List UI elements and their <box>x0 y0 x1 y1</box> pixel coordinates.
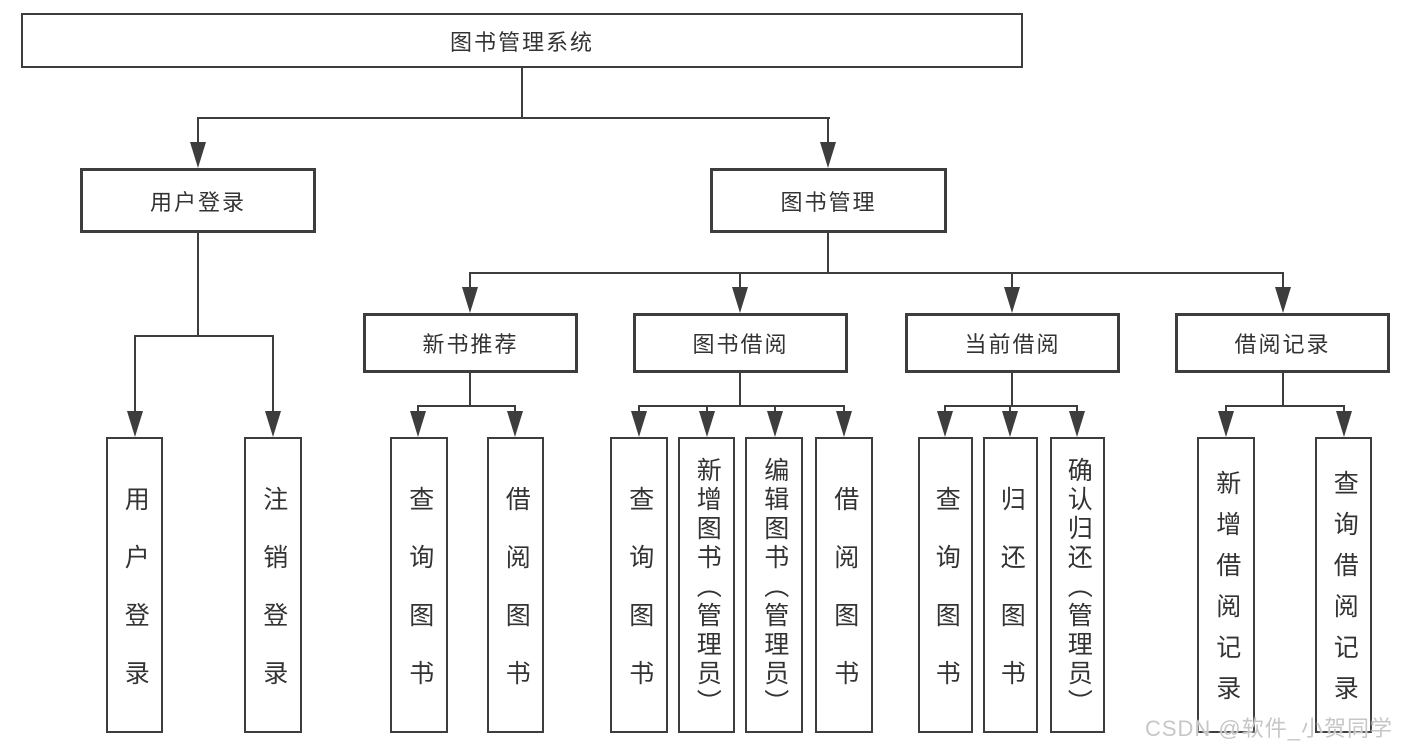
connector-user-login-hline <box>134 335 274 337</box>
connector-level3-hline <box>469 272 1284 274</box>
leaf-query-borrow-record: 查询借阅记录 <box>1315 437 1372 733</box>
connector-recommend-drop <box>469 272 471 292</box>
leaf-query-books-current: 查询图书 <box>918 437 973 733</box>
leaf-query-books-recommend: 查询图书 <box>390 437 448 733</box>
connector-recommend-stem <box>469 373 471 407</box>
node-new-book-recommend: 新书推荐 <box>363 313 578 373</box>
connector-records-hline <box>1225 405 1345 407</box>
node-new-book-recommend-label: 新书推荐 <box>422 332 519 357</box>
leaf-return-books-label: 归还图书 <box>997 485 1026 718</box>
arrowhead-leaf-icon <box>699 411 715 437</box>
connector-leaf-drop <box>514 405 516 415</box>
connector-borrowing-stem <box>739 373 741 407</box>
connector-leaf-drop <box>1009 405 1011 415</box>
leaf-confirm-return-admin: 确认归还（管理员） <box>1050 437 1105 733</box>
connector-leaf-drop <box>944 405 946 415</box>
leaf-query-books-recommend-label: 查询图书 <box>405 485 434 718</box>
leaf-logout: 注销登录 <box>244 437 302 733</box>
arrowhead-current-icon <box>1004 287 1020 313</box>
connector-leaf-drop <box>1225 405 1227 415</box>
node-borrowing-records: 借阅记录 <box>1175 313 1390 373</box>
arrowhead-leaf-icon <box>836 411 852 437</box>
connector-current-hline <box>944 405 1078 407</box>
leaf-borrow-books-recommend: 借阅图书 <box>487 437 544 733</box>
arrowhead-leaf-icon <box>1002 411 1018 437</box>
connector-level2-hline <box>197 117 830 119</box>
node-library-management-system: 图书管理系统 <box>21 13 1023 68</box>
leaf-add-book-admin-label: 新增图书（管理员） <box>693 456 722 718</box>
arrowhead-leaf-logout-icon <box>265 411 281 437</box>
arrowhead-leaf-icon <box>1336 411 1352 437</box>
leaf-borrow-books-borrowing: 借阅图书 <box>815 437 873 733</box>
leaf-query-borrow-record-label: 查询借阅记录 <box>1330 470 1359 716</box>
leaf-edit-book-admin-label: 编辑图书（管理员） <box>760 456 789 718</box>
leaf-edit-book-admin: 编辑图书（管理员） <box>745 437 803 733</box>
connector-root-stem <box>521 68 523 118</box>
arrowhead-leaf-icon <box>507 411 523 437</box>
arrowhead-borrowing-icon <box>732 287 748 313</box>
connector-borrowing-drop <box>739 272 741 292</box>
arrowhead-book-management-icon <box>820 142 836 168</box>
node-current-borrowing: 当前借阅 <box>905 313 1120 373</box>
connector-records-drop <box>1282 272 1284 292</box>
arrowhead-records-icon <box>1275 287 1291 313</box>
connector-current-stem <box>1011 373 1013 407</box>
connector-borrowing-hline <box>638 405 845 407</box>
connector-leaf-drop <box>638 405 640 415</box>
arrowhead-leaf-icon <box>410 411 426 437</box>
connector-leaf-logout-drop <box>272 335 274 415</box>
connector-leaf-user-login-drop <box>134 335 136 415</box>
connector-book-management-stem <box>827 233 829 274</box>
leaf-logout-label: 注销登录 <box>259 485 288 718</box>
node-book-management: 图书管理 <box>710 168 947 233</box>
arrowhead-leaf-icon <box>937 411 953 437</box>
arrowhead-user-login-icon <box>190 142 206 168</box>
leaf-add-book-admin: 新增图书（管理员） <box>678 437 735 733</box>
connector-leaf-drop <box>1076 405 1078 415</box>
connector-leaf-drop <box>1343 405 1345 415</box>
arrowhead-leaf-icon <box>1218 411 1234 437</box>
leaf-user-login-label: 用户登录 <box>121 485 150 718</box>
leaf-query-books-current-label: 查询图书 <box>932 485 961 718</box>
node-user-login-label: 用户登录 <box>149 189 246 215</box>
arrowhead-leaf-icon <box>631 411 647 437</box>
node-book-borrowing-label: 图书借阅 <box>692 332 789 357</box>
leaf-borrow-books-borrowing-label: 借阅图书 <box>830 485 859 718</box>
leaf-user-login: 用户登录 <box>106 437 163 733</box>
leaf-query-books-borrowing: 查询图书 <box>610 437 668 733</box>
connector-recommend-hline <box>417 405 516 407</box>
node-current-borrowing-label: 当前借阅 <box>964 332 1061 357</box>
arrowhead-leaf-user-login-icon <box>127 411 143 437</box>
connector-leaf-drop <box>843 405 845 415</box>
connector-user-login-stem <box>197 233 199 337</box>
connector-leaf-drop <box>706 405 708 415</box>
watermark-text: CSDN @软件_小贺同学 <box>1144 716 1393 741</box>
connector-records-stem <box>1282 373 1284 407</box>
arrowhead-leaf-icon <box>1069 411 1085 437</box>
connector-leaf-drop <box>774 405 776 415</box>
leaf-confirm-return-admin-label: 确认归还（管理员） <box>1064 456 1093 718</box>
node-user-login: 用户登录 <box>80 168 316 233</box>
arrowhead-leaf-icon <box>767 411 783 437</box>
connector-book-management-drop <box>827 117 829 145</box>
leaf-return-books: 归还图书 <box>983 437 1038 733</box>
connector-current-drop <box>1011 272 1013 292</box>
connector-leaf-drop <box>417 405 419 415</box>
node-book-borrowing: 图书借阅 <box>633 313 848 373</box>
node-root-label: 图书管理系统 <box>449 29 594 55</box>
arrowhead-recommend-icon <box>462 287 478 313</box>
node-book-management-label: 图书管理 <box>780 189 877 215</box>
leaf-borrow-books-recommend-label: 借阅图书 <box>502 485 531 718</box>
leaf-add-borrow-record: 新增借阅记录 <box>1197 437 1255 733</box>
leaf-add-borrow-record-label: 新增借阅记录 <box>1212 470 1241 716</box>
connector-user-login-drop <box>197 117 199 145</box>
leaf-query-books-borrowing-label: 查询图书 <box>625 485 654 718</box>
node-borrowing-records-label: 借阅记录 <box>1234 332 1331 357</box>
